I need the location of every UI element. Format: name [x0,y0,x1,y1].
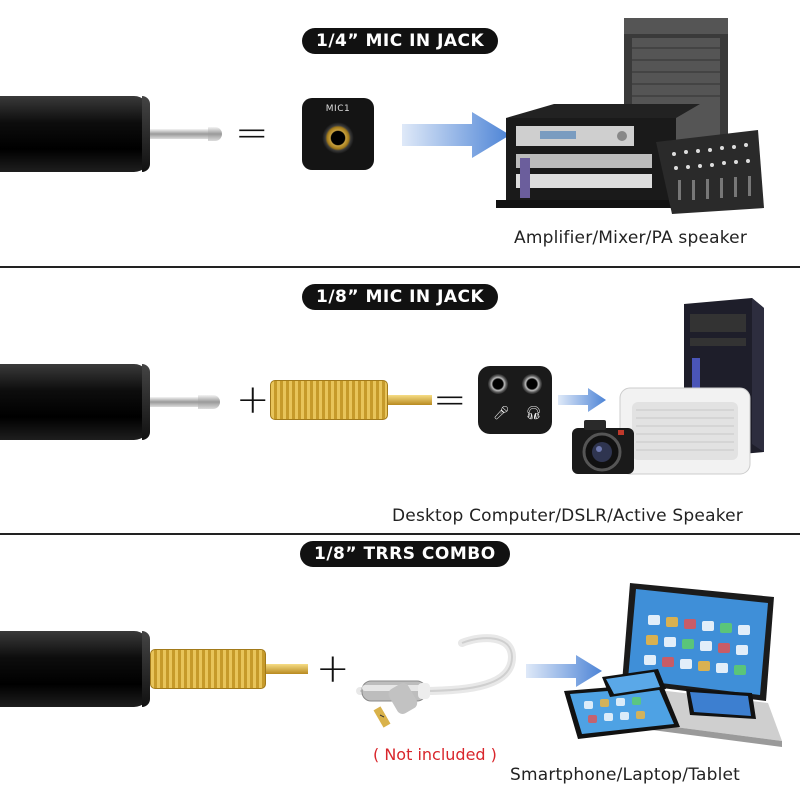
headphone-port-hole [522,374,542,394]
jack-hole [322,122,354,154]
plus-sign: + [316,646,350,692]
mic-jack-icon: MIC1 [302,98,374,170]
plug-tip [198,395,220,409]
gold-adapter-icon [270,380,388,420]
mic-port-hole [488,374,508,394]
gold-adapter-icon [150,649,266,689]
arrow-right-icon [402,112,510,158]
amplifier-mixer-speaker-icon [496,18,764,214]
equals-sign: = [235,110,269,156]
plug-pin [150,397,202,407]
adapter-pin [266,664,308,674]
arrow-right-icon [526,655,602,687]
equals-sign: = [433,377,467,423]
section-caption: Smartphone/Laptop/Tablet [510,765,741,785]
computer-dslr-speaker-icon [572,298,764,475]
section-divider [0,533,800,535]
plus-sign: + [236,377,270,423]
trrs-splitter-icon [356,634,517,728]
adapter-pin [388,395,432,405]
mic-glyph-icon: 🎤︎ [493,406,510,421]
section-title-pill: 1/8” MIC IN JACK [302,284,499,310]
section-eighth-inch: 1/8” MIC IN JACK + = 🎤︎ 🎧︎ Desktop Co [0,268,800,532]
plug-pin [150,129,212,139]
combo-port-icon: 🎤︎ 🎧︎ [478,366,552,434]
section-divider [0,266,800,268]
section-caption: Amplifier/Mixer/PA speaker [514,228,748,248]
section-title-pill: 1/4” MIC IN JACK [302,28,499,54]
section-title-pill: 1/8” TRRS COMBO [300,541,510,567]
smartphone-laptop-tablet-icon [564,583,782,747]
section-quarter-inch: 1/4” MIC IN JACK = MIC1 [0,0,800,266]
headphone-glyph-icon: 🎧︎ [525,406,542,421]
arrow-right-icon [558,388,606,412]
section-trrs-combo: 1/8” TRRS COMBO + ( Not included ) [0,535,800,800]
section-caption: Desktop Computer/DSLR/Active Speaker [392,506,743,526]
jack-plug-icon [0,96,150,172]
plug-tip [208,127,222,141]
jack-label: MIC1 [325,104,351,114]
not-included-note: ( Not included ) [373,745,497,764]
jack-plug-icon [0,631,150,707]
jack-plug-icon [0,364,150,440]
